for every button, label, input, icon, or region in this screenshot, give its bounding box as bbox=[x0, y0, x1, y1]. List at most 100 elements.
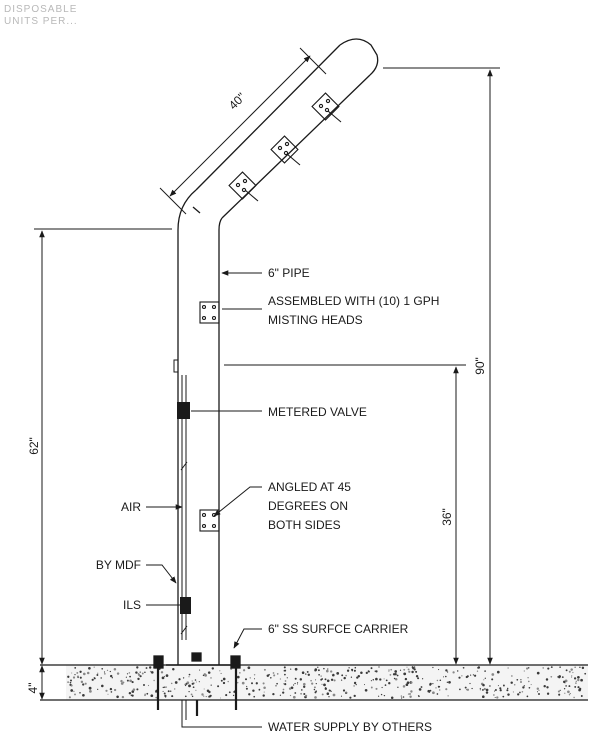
concrete-speck bbox=[263, 686, 266, 689]
concrete-speck bbox=[248, 693, 251, 696]
concrete-speck bbox=[349, 696, 352, 699]
concrete-speck bbox=[314, 669, 317, 672]
concrete-speck bbox=[333, 679, 336, 682]
concrete-speck bbox=[251, 682, 253, 685]
concrete-speck bbox=[562, 680, 566, 684]
concrete-speck bbox=[283, 683, 285, 685]
concrete-speck bbox=[315, 690, 318, 693]
concrete-speck bbox=[557, 676, 559, 678]
concrete-speck bbox=[397, 686, 399, 688]
concrete-speck bbox=[324, 687, 327, 689]
concrete-speck bbox=[204, 674, 207, 677]
concrete-speck bbox=[378, 666, 380, 668]
concrete-speck bbox=[390, 696, 394, 699]
dimension-arm-length bbox=[159, 47, 327, 215]
concrete-speck bbox=[239, 672, 241, 674]
concrete-speck bbox=[161, 676, 165, 680]
concrete-speck bbox=[120, 682, 124, 685]
concrete-speck bbox=[527, 667, 530, 669]
concrete-speck bbox=[412, 667, 415, 670]
concrete-speck bbox=[461, 675, 463, 677]
concrete-speck bbox=[523, 670, 525, 672]
concrete-speck bbox=[249, 677, 251, 679]
concrete-speck bbox=[88, 666, 91, 670]
concrete-speck bbox=[109, 687, 113, 691]
concrete-speck bbox=[253, 674, 256, 676]
concrete-speck bbox=[536, 671, 540, 675]
concrete-speck bbox=[129, 679, 132, 683]
concrete-speck bbox=[372, 678, 375, 681]
concrete-speck bbox=[340, 695, 343, 697]
concrete-speck bbox=[406, 666, 408, 668]
concrete-speck bbox=[520, 679, 522, 681]
concrete-speck bbox=[279, 678, 282, 680]
concrete-speck bbox=[427, 689, 430, 693]
concrete-speck bbox=[68, 696, 71, 699]
concrete-speck bbox=[263, 668, 266, 671]
concrete-speck bbox=[357, 674, 361, 678]
concrete-speck bbox=[311, 682, 314, 685]
concrete-speck bbox=[538, 693, 540, 695]
concrete-speck bbox=[126, 679, 129, 682]
concrete-speck bbox=[502, 695, 505, 698]
concrete-speck bbox=[160, 671, 164, 674]
concrete-speck bbox=[217, 685, 220, 688]
concrete-speck bbox=[191, 682, 194, 685]
concrete-speck bbox=[79, 670, 82, 673]
concrete-speck bbox=[163, 692, 166, 695]
concrete-speck bbox=[577, 686, 580, 689]
concrete-speck bbox=[276, 682, 278, 685]
concrete-speck bbox=[299, 678, 303, 681]
concrete-speck bbox=[575, 680, 577, 682]
concrete-speck bbox=[244, 678, 248, 681]
concrete-speck bbox=[306, 670, 309, 673]
concrete-speck bbox=[484, 677, 486, 679]
concrete-speck bbox=[220, 679, 223, 682]
concrete-speck bbox=[96, 674, 99, 676]
concrete-speck bbox=[330, 670, 333, 673]
concrete-speck bbox=[282, 691, 285, 694]
concrete-speck bbox=[442, 676, 445, 678]
concrete-speck bbox=[294, 677, 297, 680]
concrete-speck bbox=[375, 677, 378, 681]
dimension-vertical-height bbox=[34, 228, 172, 665]
concrete-speck bbox=[82, 693, 85, 697]
concrete-speck bbox=[538, 689, 540, 692]
concrete-speck bbox=[132, 688, 136, 691]
concrete-speck bbox=[415, 674, 419, 678]
concrete-speck bbox=[522, 686, 525, 689]
concrete-speck bbox=[139, 671, 141, 673]
concrete-speck bbox=[511, 675, 513, 677]
concrete-speck bbox=[446, 681, 449, 684]
concrete-speck bbox=[421, 678, 424, 680]
concrete-speck bbox=[406, 681, 410, 684]
concrete-speck bbox=[507, 693, 510, 696]
concrete-speck bbox=[444, 675, 447, 678]
concrete-speck bbox=[491, 678, 494, 681]
concrete-speck bbox=[408, 670, 411, 673]
concrete-speck bbox=[497, 685, 499, 687]
concrete-speck bbox=[310, 679, 312, 682]
concrete-speck bbox=[452, 671, 455, 674]
concrete-speck bbox=[370, 686, 373, 689]
concrete-speck bbox=[493, 694, 495, 696]
concrete-speck bbox=[375, 687, 378, 690]
surface-carrier bbox=[153, 652, 241, 716]
concrete-speck bbox=[519, 680, 523, 684]
concrete-speck bbox=[293, 684, 295, 686]
concrete-speck bbox=[252, 689, 255, 692]
concrete-speck bbox=[472, 674, 475, 676]
concrete-speck bbox=[174, 681, 178, 684]
concrete-speck bbox=[568, 670, 571, 673]
concrete-speck bbox=[485, 688, 489, 692]
concrete-speck bbox=[100, 677, 102, 679]
concrete-speck bbox=[107, 693, 109, 695]
concrete-speck bbox=[573, 677, 577, 680]
concrete-speck bbox=[241, 681, 245, 685]
concrete-speck bbox=[328, 696, 330, 698]
concrete-speck bbox=[184, 684, 187, 687]
concrete-speck bbox=[109, 674, 113, 678]
concrete-speck bbox=[315, 679, 317, 681]
concrete-speck bbox=[517, 693, 520, 696]
concrete-speck bbox=[370, 667, 373, 670]
